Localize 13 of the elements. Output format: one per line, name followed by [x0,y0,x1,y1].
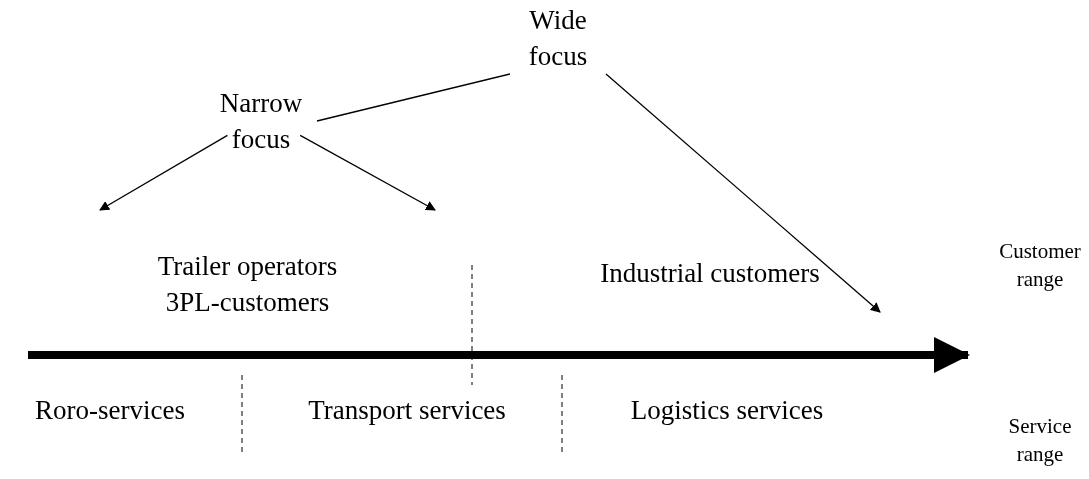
connector-line [316,73,511,122]
range-label: Industrial customers [599,257,821,290]
range-label: Transport services [307,394,507,427]
arrow [605,73,881,313]
axis-label: Service range [1007,413,1073,468]
range-label: Logistics services [629,394,825,427]
node-label: Narrow focus [205,85,317,157]
range-label: Roro-services [34,394,186,427]
node-label: Wide focus [510,2,606,74]
range-label: Trailer operators 3PL-customers [156,250,339,319]
axis-label: Customer range [998,238,1082,293]
arrow [99,134,229,211]
arrow [299,134,436,211]
